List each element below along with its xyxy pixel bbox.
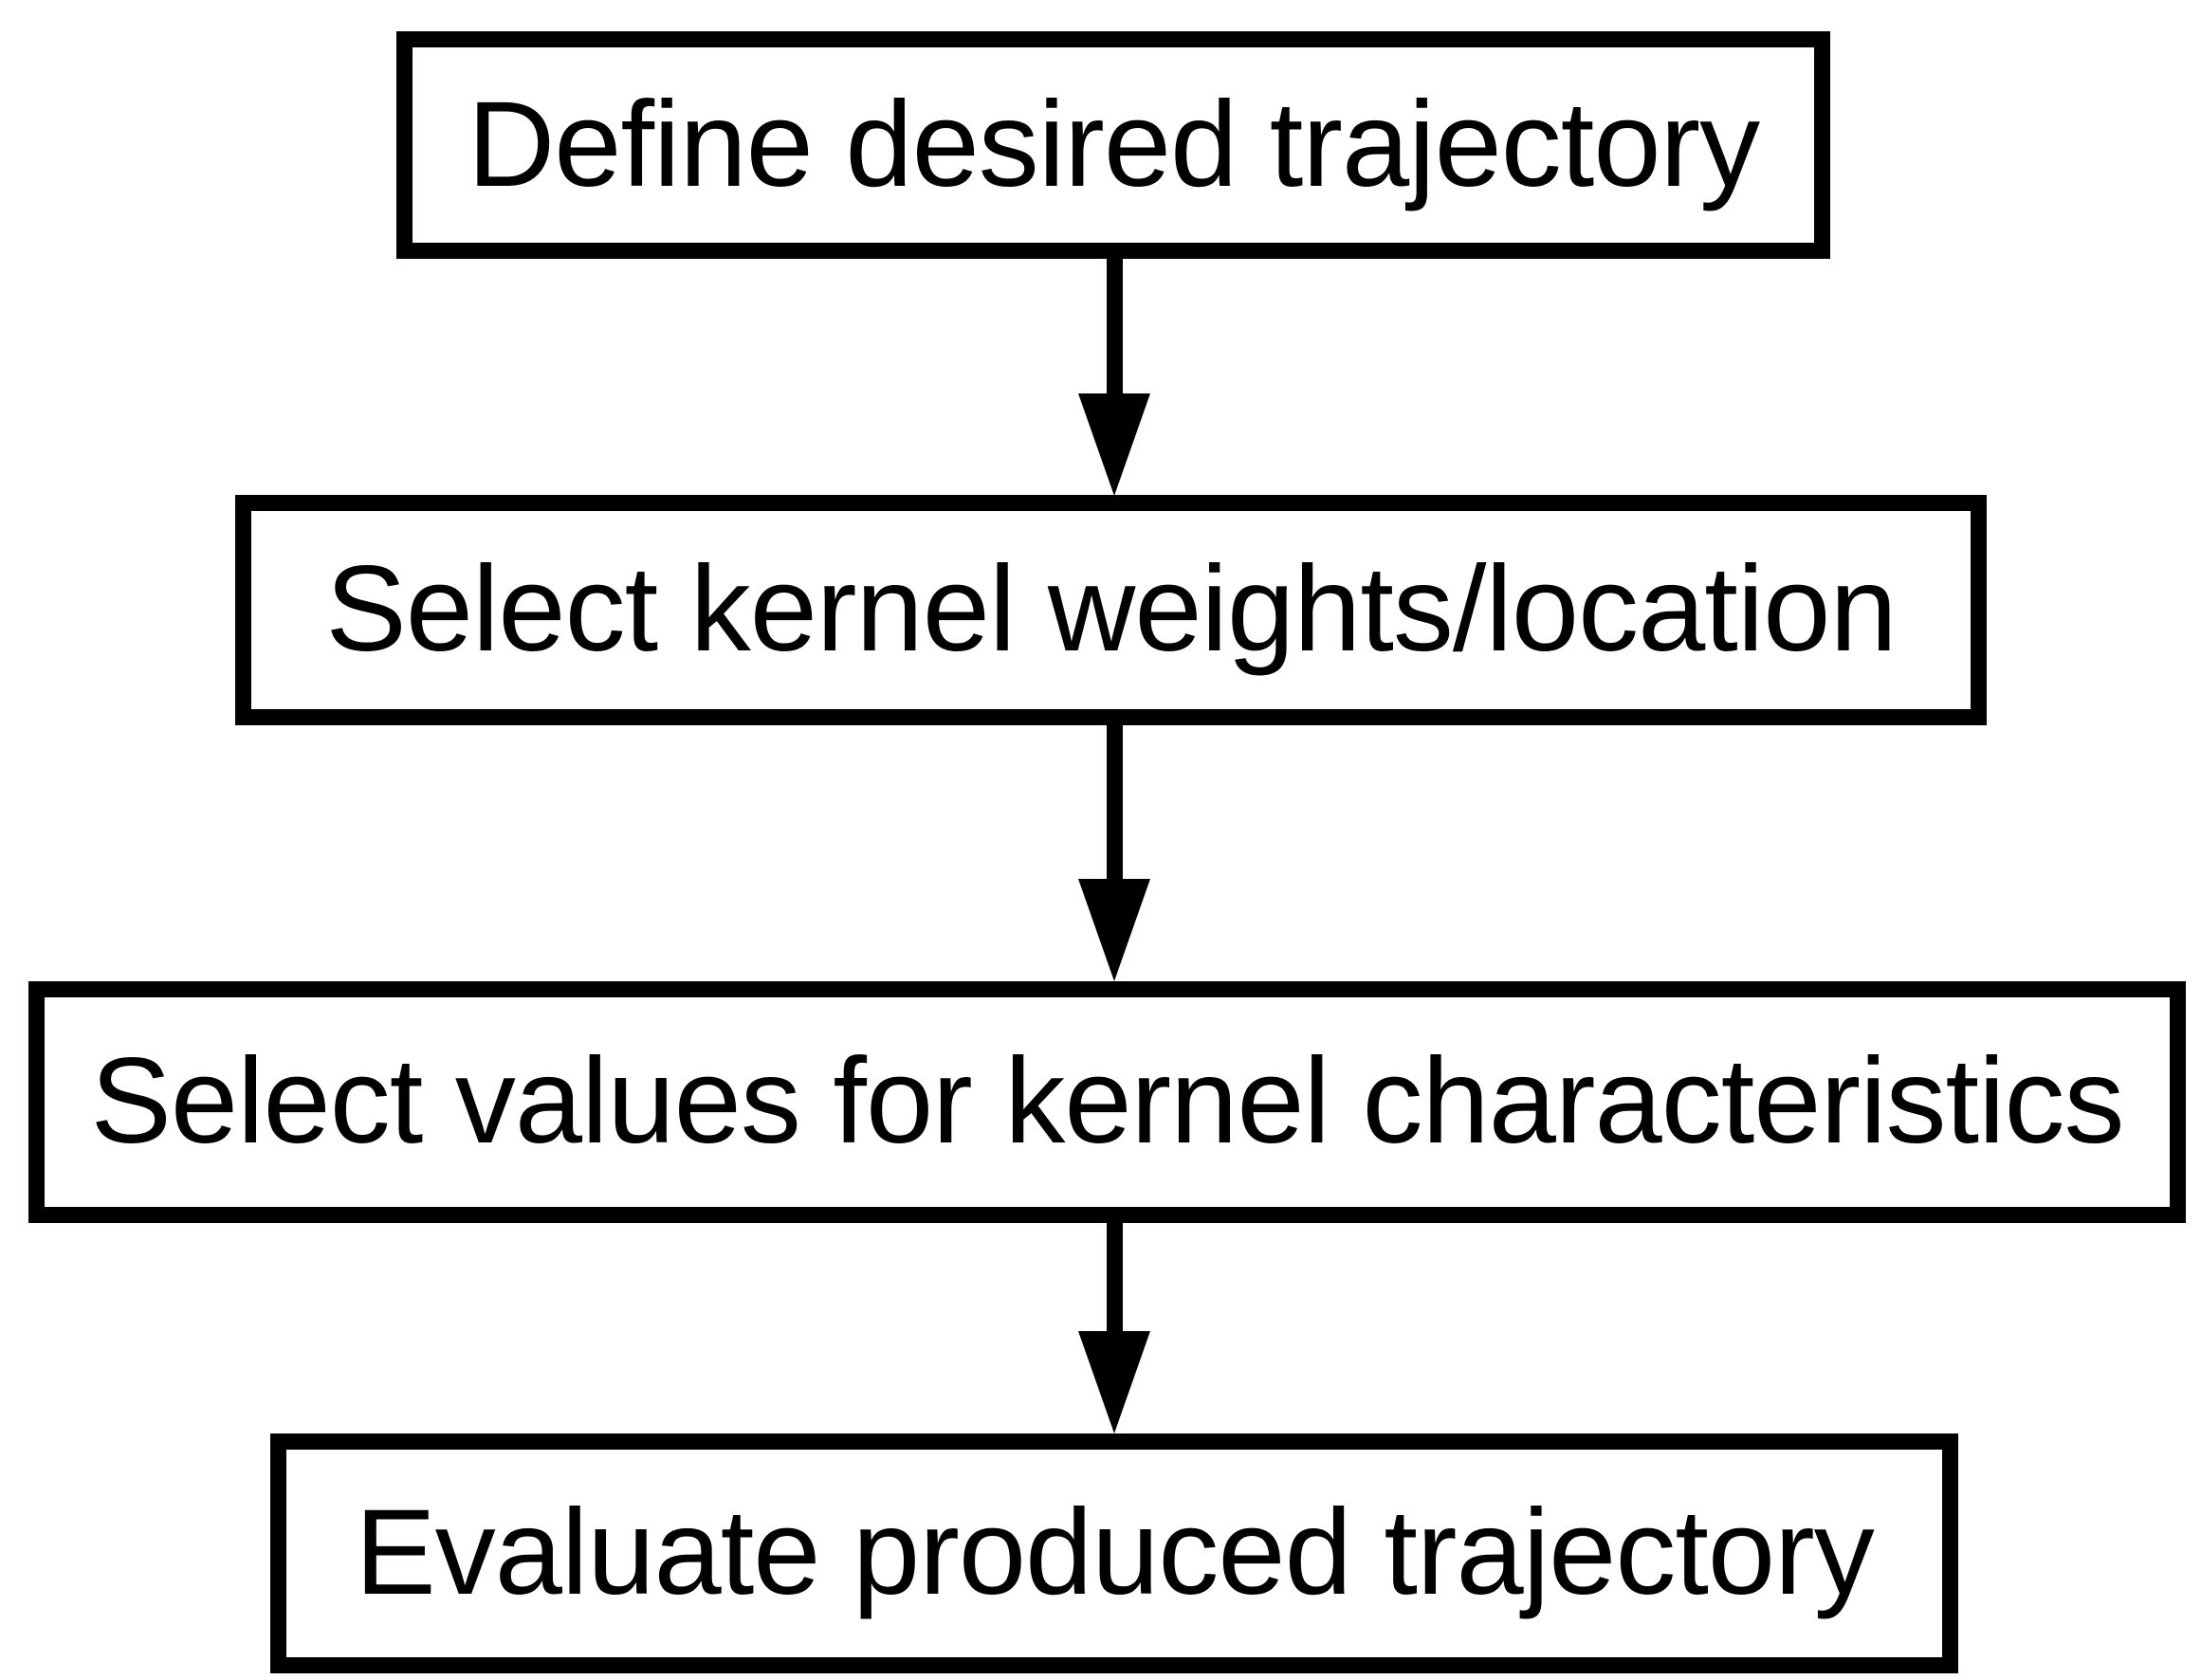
- flow-node-evaluate-produced-trajectory[interactable]: Evaluate produced trajectory: [270, 1433, 1958, 1673]
- arrow-head-icon: [1078, 1331, 1150, 1433]
- arrow-shaft: [1107, 725, 1123, 879]
- flow-node-label: Select values for kernel characteristics: [90, 1033, 2125, 1170]
- flow-node-label: Evaluate produced trajectory: [355, 1485, 1874, 1621]
- arrow-shaft: [1107, 259, 1123, 393]
- flow-node-label: Select kernel weights/location: [325, 541, 1897, 678]
- flow-node-select-kernel-weights-location[interactable]: Select kernel weights/location: [235, 495, 1987, 725]
- flow-node-label: Define desired trajectory: [467, 76, 1760, 212]
- arrow-head-icon: [1078, 879, 1150, 981]
- arrow-shaft: [1107, 1223, 1123, 1331]
- arrow-head-icon: [1078, 393, 1150, 496]
- flow-node-define-desired-trajectory[interactable]: Define desired trajectory: [396, 31, 1830, 259]
- flow-node-select-values-for-kernel-characteristics[interactable]: Select values for kernel characteristics: [28, 981, 2186, 1223]
